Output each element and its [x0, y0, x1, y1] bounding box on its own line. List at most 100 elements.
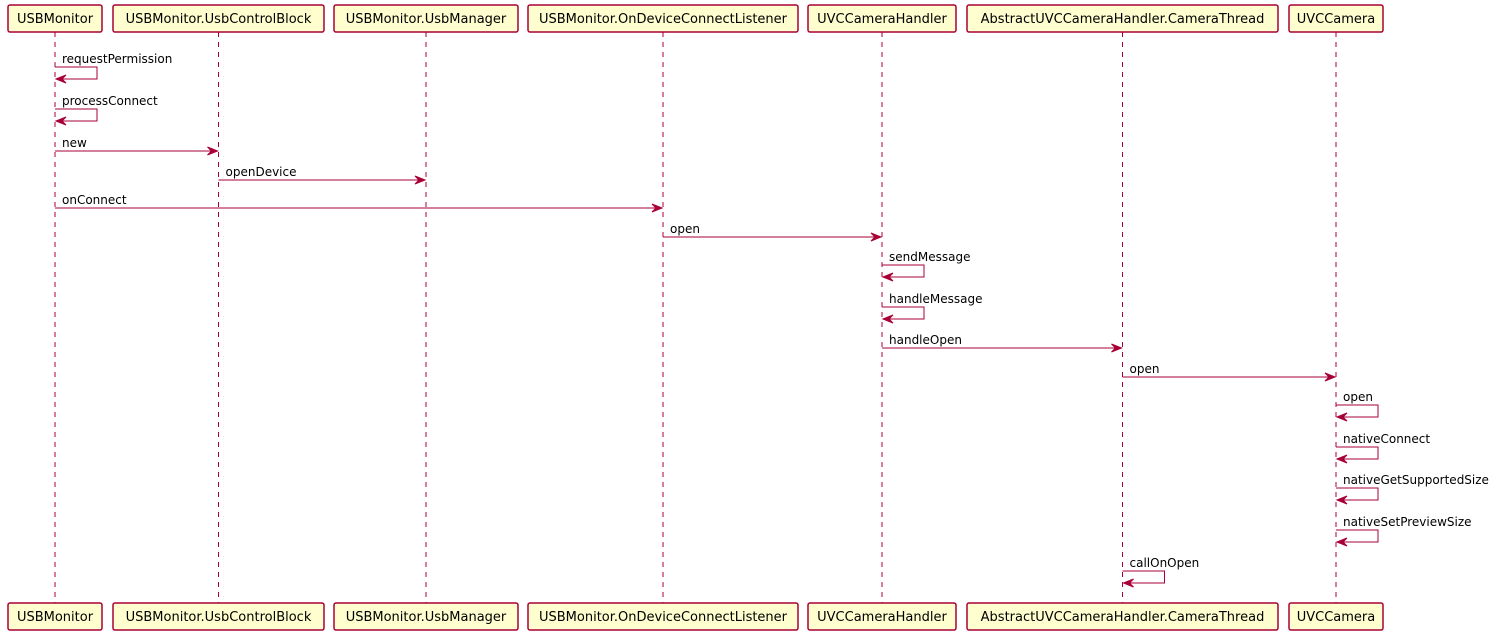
participant-bottom-p3: USBMonitor.OnDeviceConnectListener: [527, 602, 799, 631]
arrow-head: [54, 74, 67, 84]
message-6: sendMessage: [881, 250, 970, 282]
participant-box: [112, 602, 325, 631]
participant-box: [1288, 602, 1384, 631]
message-line: [1122, 570, 1165, 584]
participant-label: AbstractUVCCameraHandler.CameraThread: [981, 12, 1265, 27]
participant-box: [1288, 4, 1384, 33]
participant-label: USBMonitor.OnDeviceConnectListener: [539, 12, 788, 27]
message-label: nativeConnect: [1343, 432, 1430, 446]
message-4: onConnect: [55, 193, 664, 213]
message-line: [55, 66, 98, 80]
message-14: callOnOpen: [1122, 556, 1200, 588]
arrow-head: [651, 203, 664, 213]
participant-label: AbstractUVCCameraHandler.CameraThread: [981, 610, 1265, 625]
participant-box: [333, 4, 519, 33]
message-label: handleMessage: [889, 292, 983, 306]
participant-box: [527, 602, 799, 631]
message-label: handleOpen: [889, 333, 962, 347]
participant-top-p6: UVCCamera: [1288, 4, 1384, 33]
message-label: onConnect: [62, 193, 127, 207]
arrow-head: [1335, 537, 1348, 547]
message-3: openDevice: [218, 165, 427, 185]
arrow-head: [207, 146, 219, 156]
participant-bottom-p0: USBMonitor: [7, 602, 103, 631]
message-line: [882, 264, 925, 278]
message-line: [1336, 446, 1379, 460]
arrow-head: [1335, 495, 1348, 505]
message-7: handleMessage: [881, 292, 983, 324]
message-1: processConnect: [54, 94, 158, 126]
message-label: new: [62, 136, 87, 150]
participant-top-p2: USBMonitor.UsbManager: [333, 4, 519, 33]
message-label: openDevice: [226, 165, 297, 179]
participant-box: [807, 4, 957, 33]
participant-bottom-p1: USBMonitor.UsbControlBlock: [112, 602, 325, 631]
participant-label: USBMonitor: [17, 12, 94, 27]
arrow-head: [1335, 412, 1348, 422]
participant-label: USBMonitor.UsbControlBlock: [126, 12, 312, 27]
message-label: nativeSetPreviewSize: [1343, 515, 1472, 529]
participant-top-p1: USBMonitor.UsbControlBlock: [112, 4, 325, 33]
participant-box: [807, 602, 957, 631]
message-label: processConnect: [62, 94, 158, 108]
arrow-head: [1122, 578, 1134, 588]
message-12: nativeGetSupportedSize: [1335, 473, 1489, 505]
participant-label: USBMonitor.UsbControlBlock: [126, 610, 312, 625]
message-8: handleOpen: [882, 333, 1123, 353]
message-line: [1336, 404, 1379, 418]
arrow-head: [870, 232, 883, 242]
participants-top-row: USBMonitor USBMonitor.UsbControlBlock USBM…: [7, 4, 1384, 33]
message-13: nativeSetPreviewSize: [1335, 515, 1472, 547]
message-2: new: [55, 136, 219, 156]
participant-label: USBMonitor.UsbManager: [346, 610, 507, 625]
participant-label: UVCCamera: [1297, 610, 1376, 625]
participant-bottom-p2: USBMonitor.UsbManager: [333, 602, 519, 631]
message-5: open: [663, 222, 883, 242]
message-label: sendMessage: [889, 250, 970, 264]
participant-box: [7, 4, 103, 33]
message-line: [1336, 487, 1379, 501]
participants-bottom-row: USBMonitor USBMonitor.UsbControlBlock USBM…: [7, 602, 1384, 631]
message-label: open: [670, 222, 700, 236]
participant-label: UVCCameraHandler: [817, 12, 947, 27]
participant-bottom-p4: UVCCameraHandler: [807, 602, 957, 631]
arrow-head: [54, 116, 67, 126]
message-label: open: [1343, 390, 1373, 404]
messages: requestPermission processConnect new openDe…: [54, 52, 1489, 588]
participant-box: [112, 4, 325, 33]
message-11: nativeConnect: [1335, 432, 1430, 464]
message-line: [882, 306, 925, 320]
participant-bottom-p5: AbstractUVCCameraHandler.CameraThread: [966, 602, 1279, 631]
arrow-head: [1335, 454, 1348, 464]
participant-box: [966, 602, 1279, 631]
participant-label: UVCCamera: [1297, 12, 1376, 27]
participant-box: [7, 602, 103, 631]
message-label: requestPermission: [62, 52, 172, 66]
participant-box: [333, 602, 519, 631]
message-9: open: [1122, 362, 1337, 382]
participant-box: [527, 4, 799, 33]
arrow-head: [1111, 343, 1123, 353]
message-10: open: [1335, 390, 1379, 422]
participant-bottom-p6: UVCCamera: [1288, 602, 1384, 631]
message-line: [1336, 529, 1379, 543]
participant-label: USBMonitor: [17, 610, 94, 625]
participant-top-p4: UVCCameraHandler: [807, 4, 957, 33]
message-0: requestPermission: [54, 52, 172, 84]
participant-box: [966, 4, 1279, 33]
arrow-head: [414, 175, 427, 185]
message-label: callOnOpen: [1130, 556, 1200, 570]
message-label: open: [1130, 362, 1160, 376]
participant-label: UVCCameraHandler: [817, 610, 947, 625]
participant-top-p5: AbstractUVCCameraHandler.CameraThread: [966, 4, 1279, 33]
arrow-head: [881, 272, 894, 282]
participant-label: USBMonitor.OnDeviceConnectListener: [539, 610, 788, 625]
participant-top-p0: USBMonitor: [7, 4, 103, 33]
arrow-head: [881, 314, 894, 324]
arrow-head: [1324, 372, 1337, 382]
message-label: nativeGetSupportedSize: [1343, 473, 1489, 487]
message-line: [55, 108, 98, 122]
lifelines: [54, 32, 1337, 603]
participant-label: USBMonitor.UsbManager: [346, 12, 507, 27]
